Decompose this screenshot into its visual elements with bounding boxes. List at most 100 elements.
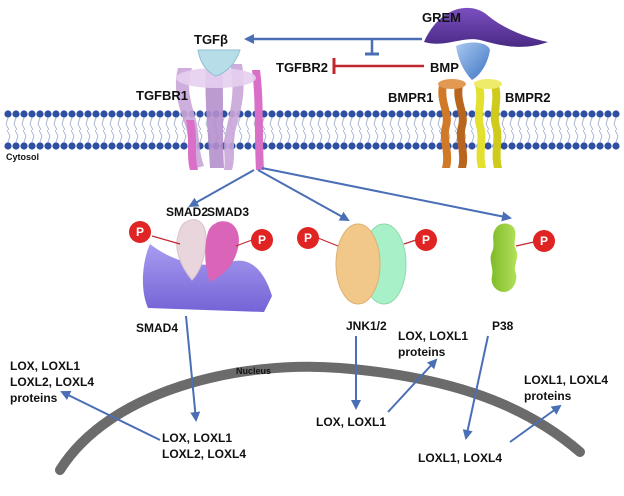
lipid-tail [102, 129, 107, 143]
lipid-head [588, 142, 596, 150]
left-proteins-line3: proteins [10, 391, 58, 405]
lipid-head [116, 110, 124, 118]
lipid-tail [510, 129, 515, 143]
lipid-head [84, 110, 92, 118]
lipid-head [276, 142, 284, 150]
lipid-head [380, 110, 388, 118]
lipid-tail [349, 117, 354, 131]
lipid-head [140, 142, 148, 150]
lipid-tail [157, 117, 162, 131]
lipid-head [508, 142, 516, 150]
lipid-tail [30, 129, 35, 143]
lipid-tail [278, 129, 283, 143]
jnk-proteins-line2: proteins [398, 345, 446, 359]
left-proteins-line1: LOX, LOXL1 [10, 359, 80, 373]
lipid-tail [269, 117, 274, 131]
lipid-tail [5, 117, 10, 131]
lipid-head [92, 110, 100, 118]
lipid-tail [117, 117, 122, 131]
lipid-head [604, 110, 612, 118]
tgfbr1-label: TGFBR1 [136, 88, 188, 103]
lipid-tail [350, 129, 355, 143]
lipid-head [556, 142, 564, 150]
lipid-tail [598, 129, 603, 143]
lipid-head [28, 142, 36, 150]
lipid-tail [142, 129, 147, 143]
lipid-head [572, 142, 580, 150]
lipid-tail [197, 117, 202, 131]
lipid-head [388, 142, 396, 150]
lipid-head [588, 110, 596, 118]
arrow-smad-proteins-export [60, 391, 161, 441]
smad2-shape [176, 219, 207, 281]
lipid-tail [69, 117, 74, 131]
lipid-tail [165, 117, 170, 131]
lipid-tail [342, 129, 347, 143]
smad-genes-line1: LOX, LOXL1 [162, 431, 232, 445]
lipid-head [108, 142, 116, 150]
tgfb-label: TGFβ [194, 32, 228, 47]
lipid-head [124, 142, 132, 150]
lipid-head [564, 142, 572, 150]
lipid-tail [141, 117, 146, 131]
lipid-head [580, 110, 588, 118]
lipid-head [116, 142, 124, 150]
lipid-tail [374, 129, 379, 143]
lipid-tail [45, 117, 50, 131]
p38-proteins-line2: proteins [524, 389, 572, 403]
lipid-tail [566, 129, 571, 143]
lipid-head [548, 110, 556, 118]
lipid-tail [38, 129, 43, 143]
lipid-tail [62, 129, 67, 143]
jnk-phospho-link-left [317, 237, 339, 247]
lipid-tail [606, 129, 611, 143]
lipid-tail [469, 117, 474, 131]
jnk-shape-a [335, 223, 381, 305]
lipid-tail [565, 117, 570, 131]
lipid-tail [558, 129, 563, 143]
lipid-head [132, 110, 140, 118]
tgfb-ligand [197, 49, 241, 77]
lipid-tail [413, 117, 418, 131]
smad-genes-line2: LOXL2, LOXL4 [162, 447, 246, 461]
smad2-phospho [129, 221, 151, 243]
bmpr1-label: BMPR1 [388, 90, 434, 105]
lipid-head [180, 142, 188, 150]
p38-proteins-line1: LOXL1, LOXL4 [524, 373, 608, 387]
lipid-head [44, 142, 52, 150]
lipid-tail [517, 117, 522, 131]
lipid-head [196, 110, 204, 118]
lipid-head [28, 110, 36, 118]
lipid-tail [61, 117, 66, 131]
lipid-head [76, 142, 84, 150]
lipid-head [420, 142, 428, 150]
lipid-head [268, 142, 276, 150]
lipid-tail [246, 129, 251, 143]
lipid-head [172, 110, 180, 118]
jnk-phospho-left-label: P [304, 231, 312, 245]
lipid-head [12, 142, 20, 150]
lipid-tail [358, 129, 363, 143]
lipid-head [236, 142, 244, 150]
lipid-head [324, 142, 332, 150]
smad2-label: SMAD2 [166, 205, 208, 219]
lipid-tail [86, 129, 91, 143]
lipid-tail [405, 117, 410, 131]
bmpr1-receptor [438, 79, 468, 168]
smad2-phospho-link [151, 235, 181, 245]
lipid-head [532, 142, 540, 150]
lipid-tail [614, 129, 619, 143]
lipid-head [356, 142, 364, 150]
jnk-label: JNK1/2 [346, 319, 387, 333]
lipid-tail [317, 117, 322, 131]
arrow-jnk-proteins-export [387, 358, 438, 413]
bmpr2-receptor [474, 79, 502, 168]
p38-phospho-link [515, 241, 535, 247]
lipid-head [332, 110, 340, 118]
lipid-head [364, 110, 372, 118]
lipid-head [412, 110, 420, 118]
lipid-head [148, 142, 156, 150]
lipid-head [532, 110, 540, 118]
lipid-tail [518, 129, 523, 143]
lipid-head [372, 110, 380, 118]
